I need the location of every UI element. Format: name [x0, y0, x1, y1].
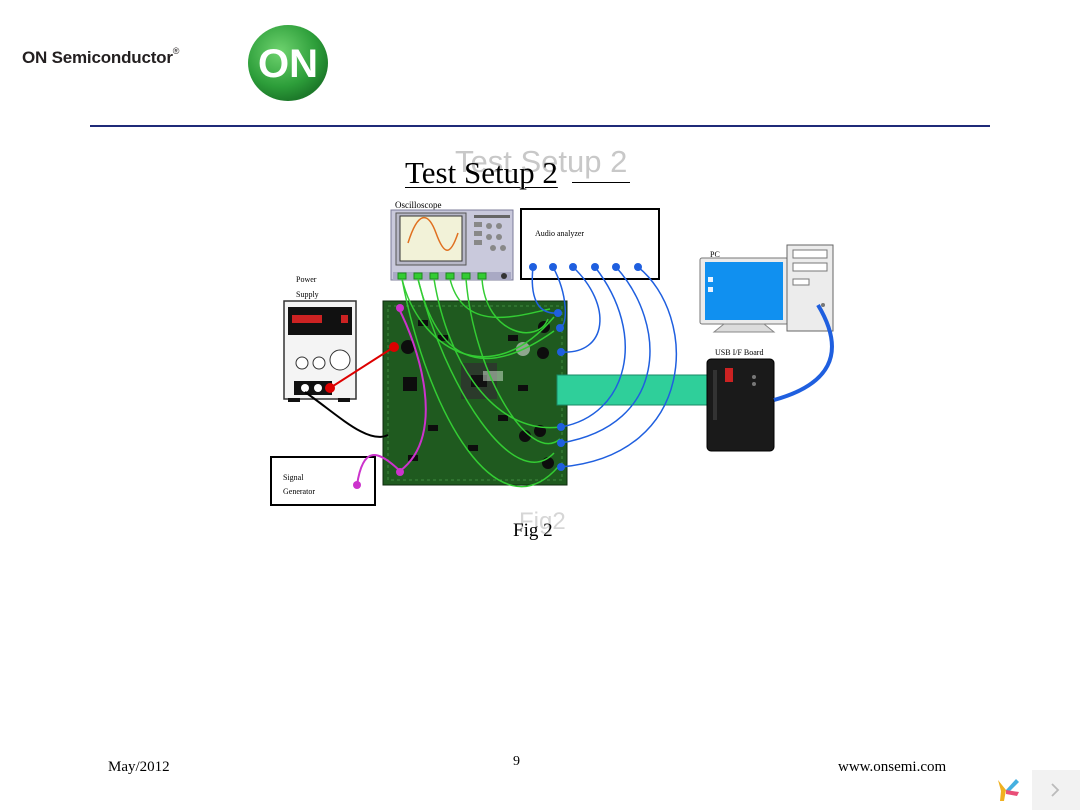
usb-cable — [773, 303, 834, 402]
footer-date: May/2012 — [108, 759, 170, 775]
signal-generator: Signal Generator — [270, 456, 376, 506]
figure-caption: Fig 2 — [513, 520, 553, 541]
title-shadow: Test Setup 2 — [455, 144, 628, 179]
pc: PC — [699, 244, 834, 333]
title-underline — [572, 182, 630, 183]
power-supply: Power Supply — [283, 275, 357, 402]
header-rule — [90, 125, 990, 127]
page-number: 9 — [513, 754, 520, 769]
app-logo-icon — [998, 779, 1019, 801]
pc-label: PC — [710, 250, 720, 259]
board-blue-connectors — [554, 309, 565, 471]
audio-analyzer-label: Audio analyzer — [535, 229, 584, 238]
brand-name: ON Semiconductor® — [22, 46, 180, 67]
oscilloscope: Oscilloscope — [390, 200, 514, 281]
audio-analyzer-cables — [531, 266, 677, 468]
red-power-lead — [329, 346, 395, 389]
oscilloscope-label: Oscilloscope — [395, 200, 442, 210]
signal-cable — [356, 306, 427, 486]
footer-website: www.onsemi.com — [838, 759, 947, 775]
usb-interface-board: USB I/F Board — [706, 348, 775, 452]
signal-generator-label-2: Generator — [283, 487, 315, 496]
on-semiconductor-logo: ON — [248, 25, 328, 101]
usb-board-label: USB I/F Board — [715, 348, 763, 357]
ribbon-cable — [556, 374, 710, 406]
test-setup-diagram: Oscilloscope Audio analyzer Power Supply — [270, 200, 834, 506]
chevron-right-icon[interactable] — [1051, 783, 1060, 797]
slide-nav[interactable] — [984, 770, 1080, 810]
slide-title: Test Setup 2 — [405, 155, 558, 190]
black-power-lead — [304, 391, 389, 438]
power-supply-label-2: Supply — [296, 290, 319, 299]
figure-caption-shadow: Fig2 — [519, 508, 566, 535]
power-supply-label-1: Power — [296, 275, 317, 284]
signal-generator-label-1: Signal — [283, 473, 304, 482]
logo-text: ON — [258, 42, 318, 86]
audio-analyzer: Audio analyzer — [520, 208, 660, 280]
oscilloscope-cables — [401, 278, 561, 488]
